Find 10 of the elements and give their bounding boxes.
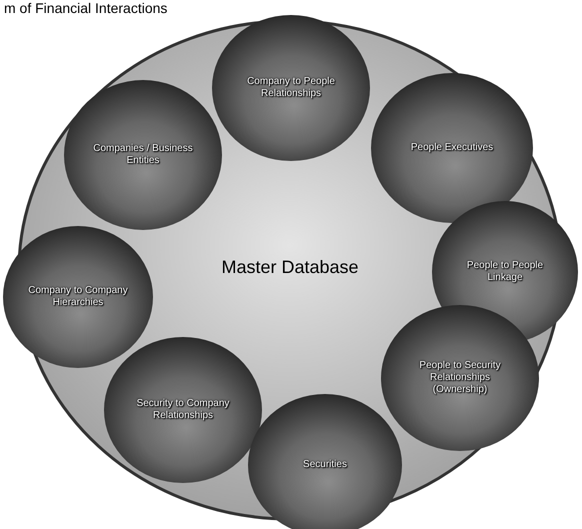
sphere-label: Security to Company Relationships: [136, 398, 230, 422]
sphere-label: Company to People Relationships: [246, 76, 336, 100]
sphere-label: People to Security Relationships (Ownership): [418, 360, 502, 396]
sphere-label: People to People Linkage: [466, 260, 544, 284]
sphere-label: Securities: [302, 459, 348, 471]
sphere-label: People Executives: [410, 142, 494, 154]
title: m of Financial Interactions: [4, 0, 168, 16]
center-label: Master Database: [220, 256, 360, 278]
sphere-label: Companies / Business Entities: [92, 143, 194, 167]
sphere-label: Company to Company Hierarchies: [27, 285, 129, 309]
